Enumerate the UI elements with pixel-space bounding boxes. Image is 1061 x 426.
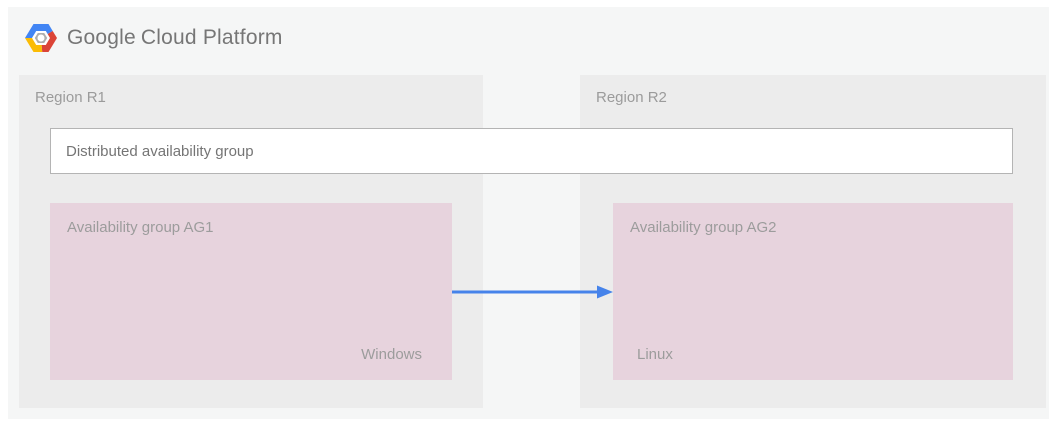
availability-group-ag2-box: Availability group AG2 Linux — [613, 203, 1013, 380]
distributed-availability-group-box: Distributed availability group — [50, 128, 1013, 174]
region-r2-box: Region R2 Availability group AG2 Linux — [580, 75, 1046, 408]
brand-google-text: Google — [67, 26, 136, 49]
ag2-label: Availability group AG2 — [630, 219, 777, 236]
brand-cloud-platform-text: Cloud Platform — [140, 26, 283, 49]
ag1-os-label: Windows — [361, 346, 422, 363]
ag1-label: Availability group AG1 — [67, 219, 214, 236]
distributed-availability-group-label: Distributed availability group — [66, 142, 254, 160]
google-cloud-platform-logo-icon — [25, 24, 57, 52]
region-r1-label: Region R1 — [35, 89, 106, 106]
ag2-os-label: Linux — [637, 346, 673, 363]
region-r2-label: Region R2 — [596, 89, 667, 106]
availability-group-ag1-box: Availability group AG1 Windows — [50, 203, 452, 380]
replication-arrow-icon — [452, 285, 613, 299]
region-r1-box: Region R1 Availability group AG1 Windows — [19, 75, 483, 408]
